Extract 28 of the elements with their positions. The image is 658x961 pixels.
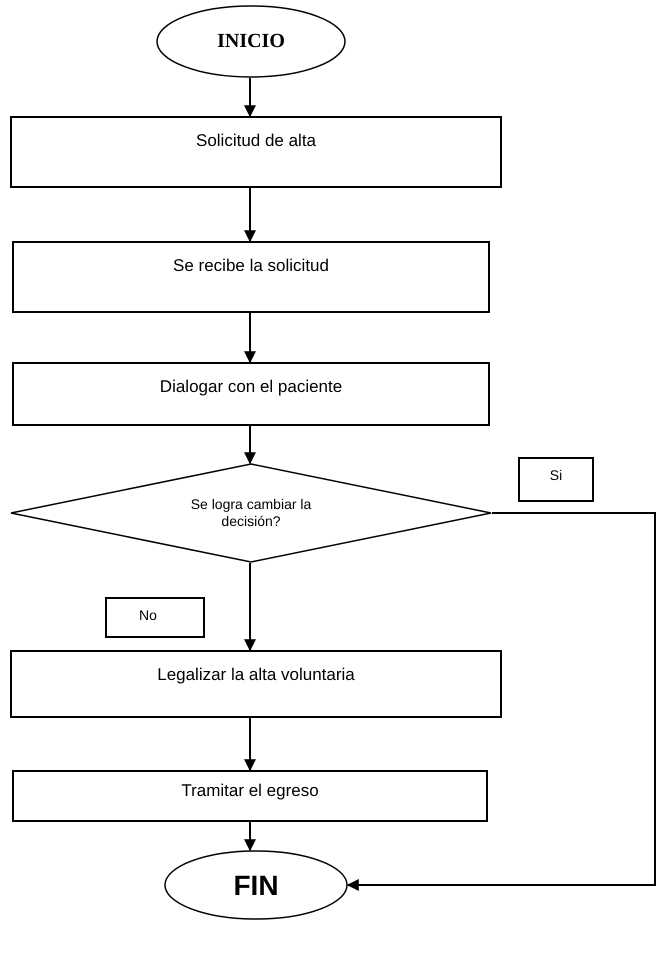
arrow	[244, 313, 256, 364]
arrow	[346, 512, 656, 891]
node-label: Legalizar la alta voluntaria	[157, 664, 355, 686]
process-box	[12, 770, 488, 822]
decision-diamond	[10, 463, 492, 563]
node-label: Se recibe la solicitud	[173, 255, 329, 276]
node-label: FIN	[233, 868, 279, 902]
node-label: INICIO	[217, 29, 285, 54]
process-box	[12, 362, 490, 426]
arrow	[244, 188, 256, 242]
node-label: Si	[550, 467, 562, 484]
answer-label-box	[518, 457, 594, 502]
node-label: Se logra cambiar la decisión?	[190, 496, 312, 530]
process-box	[10, 116, 502, 188]
node-label: Solicitud de alta	[196, 130, 316, 152]
arrow	[244, 822, 256, 852]
answer-label-box	[105, 597, 205, 638]
start-terminal	[156, 5, 346, 78]
node-label: Dialogar con el paciente	[160, 376, 342, 398]
process-box	[12, 241, 490, 313]
arrow	[244, 426, 256, 464]
end-terminal	[164, 850, 348, 920]
arrow	[244, 563, 256, 652]
arrow	[244, 718, 256, 772]
node-label: No	[139, 607, 157, 624]
arrow	[244, 78, 256, 118]
process-box	[10, 650, 502, 718]
node-label: Tramitar el egreso	[181, 780, 319, 802]
